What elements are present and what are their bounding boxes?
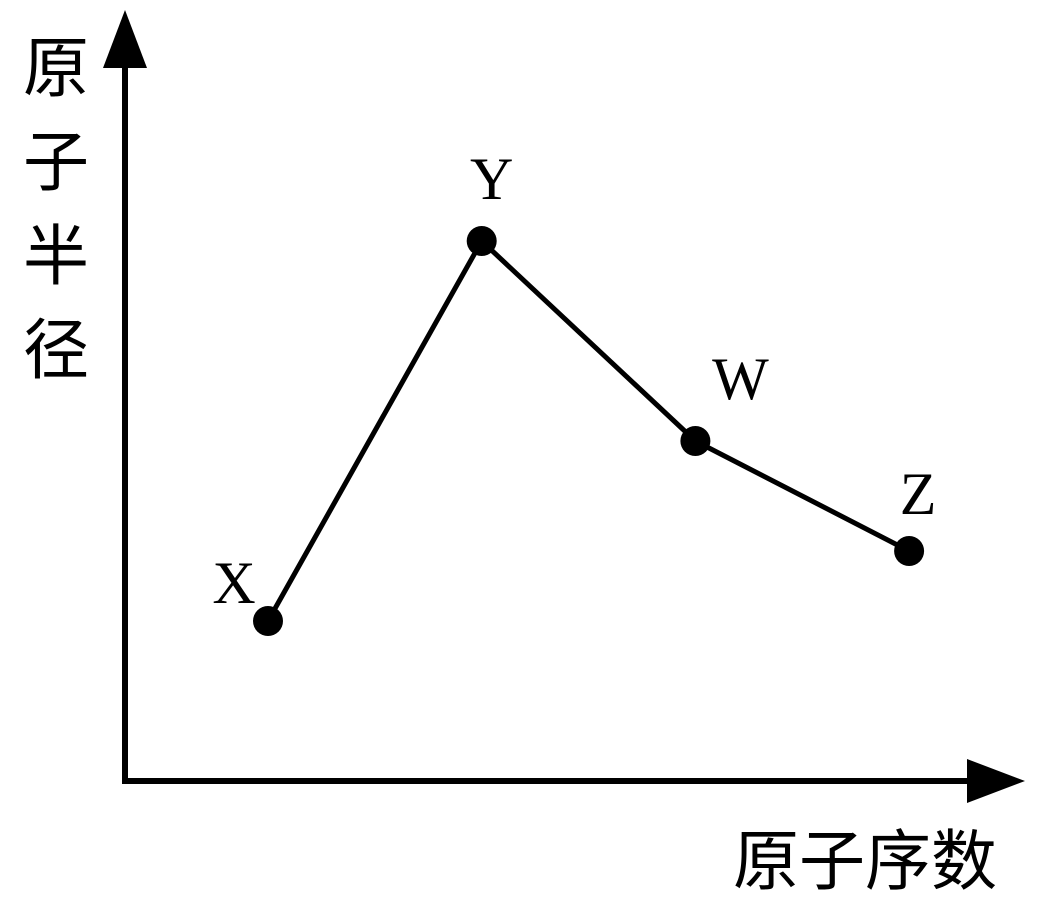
series-layer: X Y W Z bbox=[212, 146, 936, 636]
data-point-w bbox=[680, 426, 711, 456]
x-axis-arrow bbox=[967, 759, 1025, 803]
data-point-x bbox=[253, 606, 283, 636]
point-label-y: Y bbox=[470, 146, 513, 212]
data-point-z bbox=[894, 536, 925, 566]
y-axis-arrow bbox=[103, 10, 147, 68]
point-label-x: X bbox=[212, 550, 255, 616]
series-line bbox=[265, 236, 911, 623]
point-label-w: W bbox=[712, 346, 769, 412]
y-axis-label: 原子半径 bbox=[23, 30, 89, 389]
point-label-z: Z bbox=[900, 461, 937, 527]
data-point-y bbox=[466, 226, 497, 256]
x-axis-label: 原子序数 bbox=[733, 823, 997, 900]
axes bbox=[103, 10, 1025, 803]
